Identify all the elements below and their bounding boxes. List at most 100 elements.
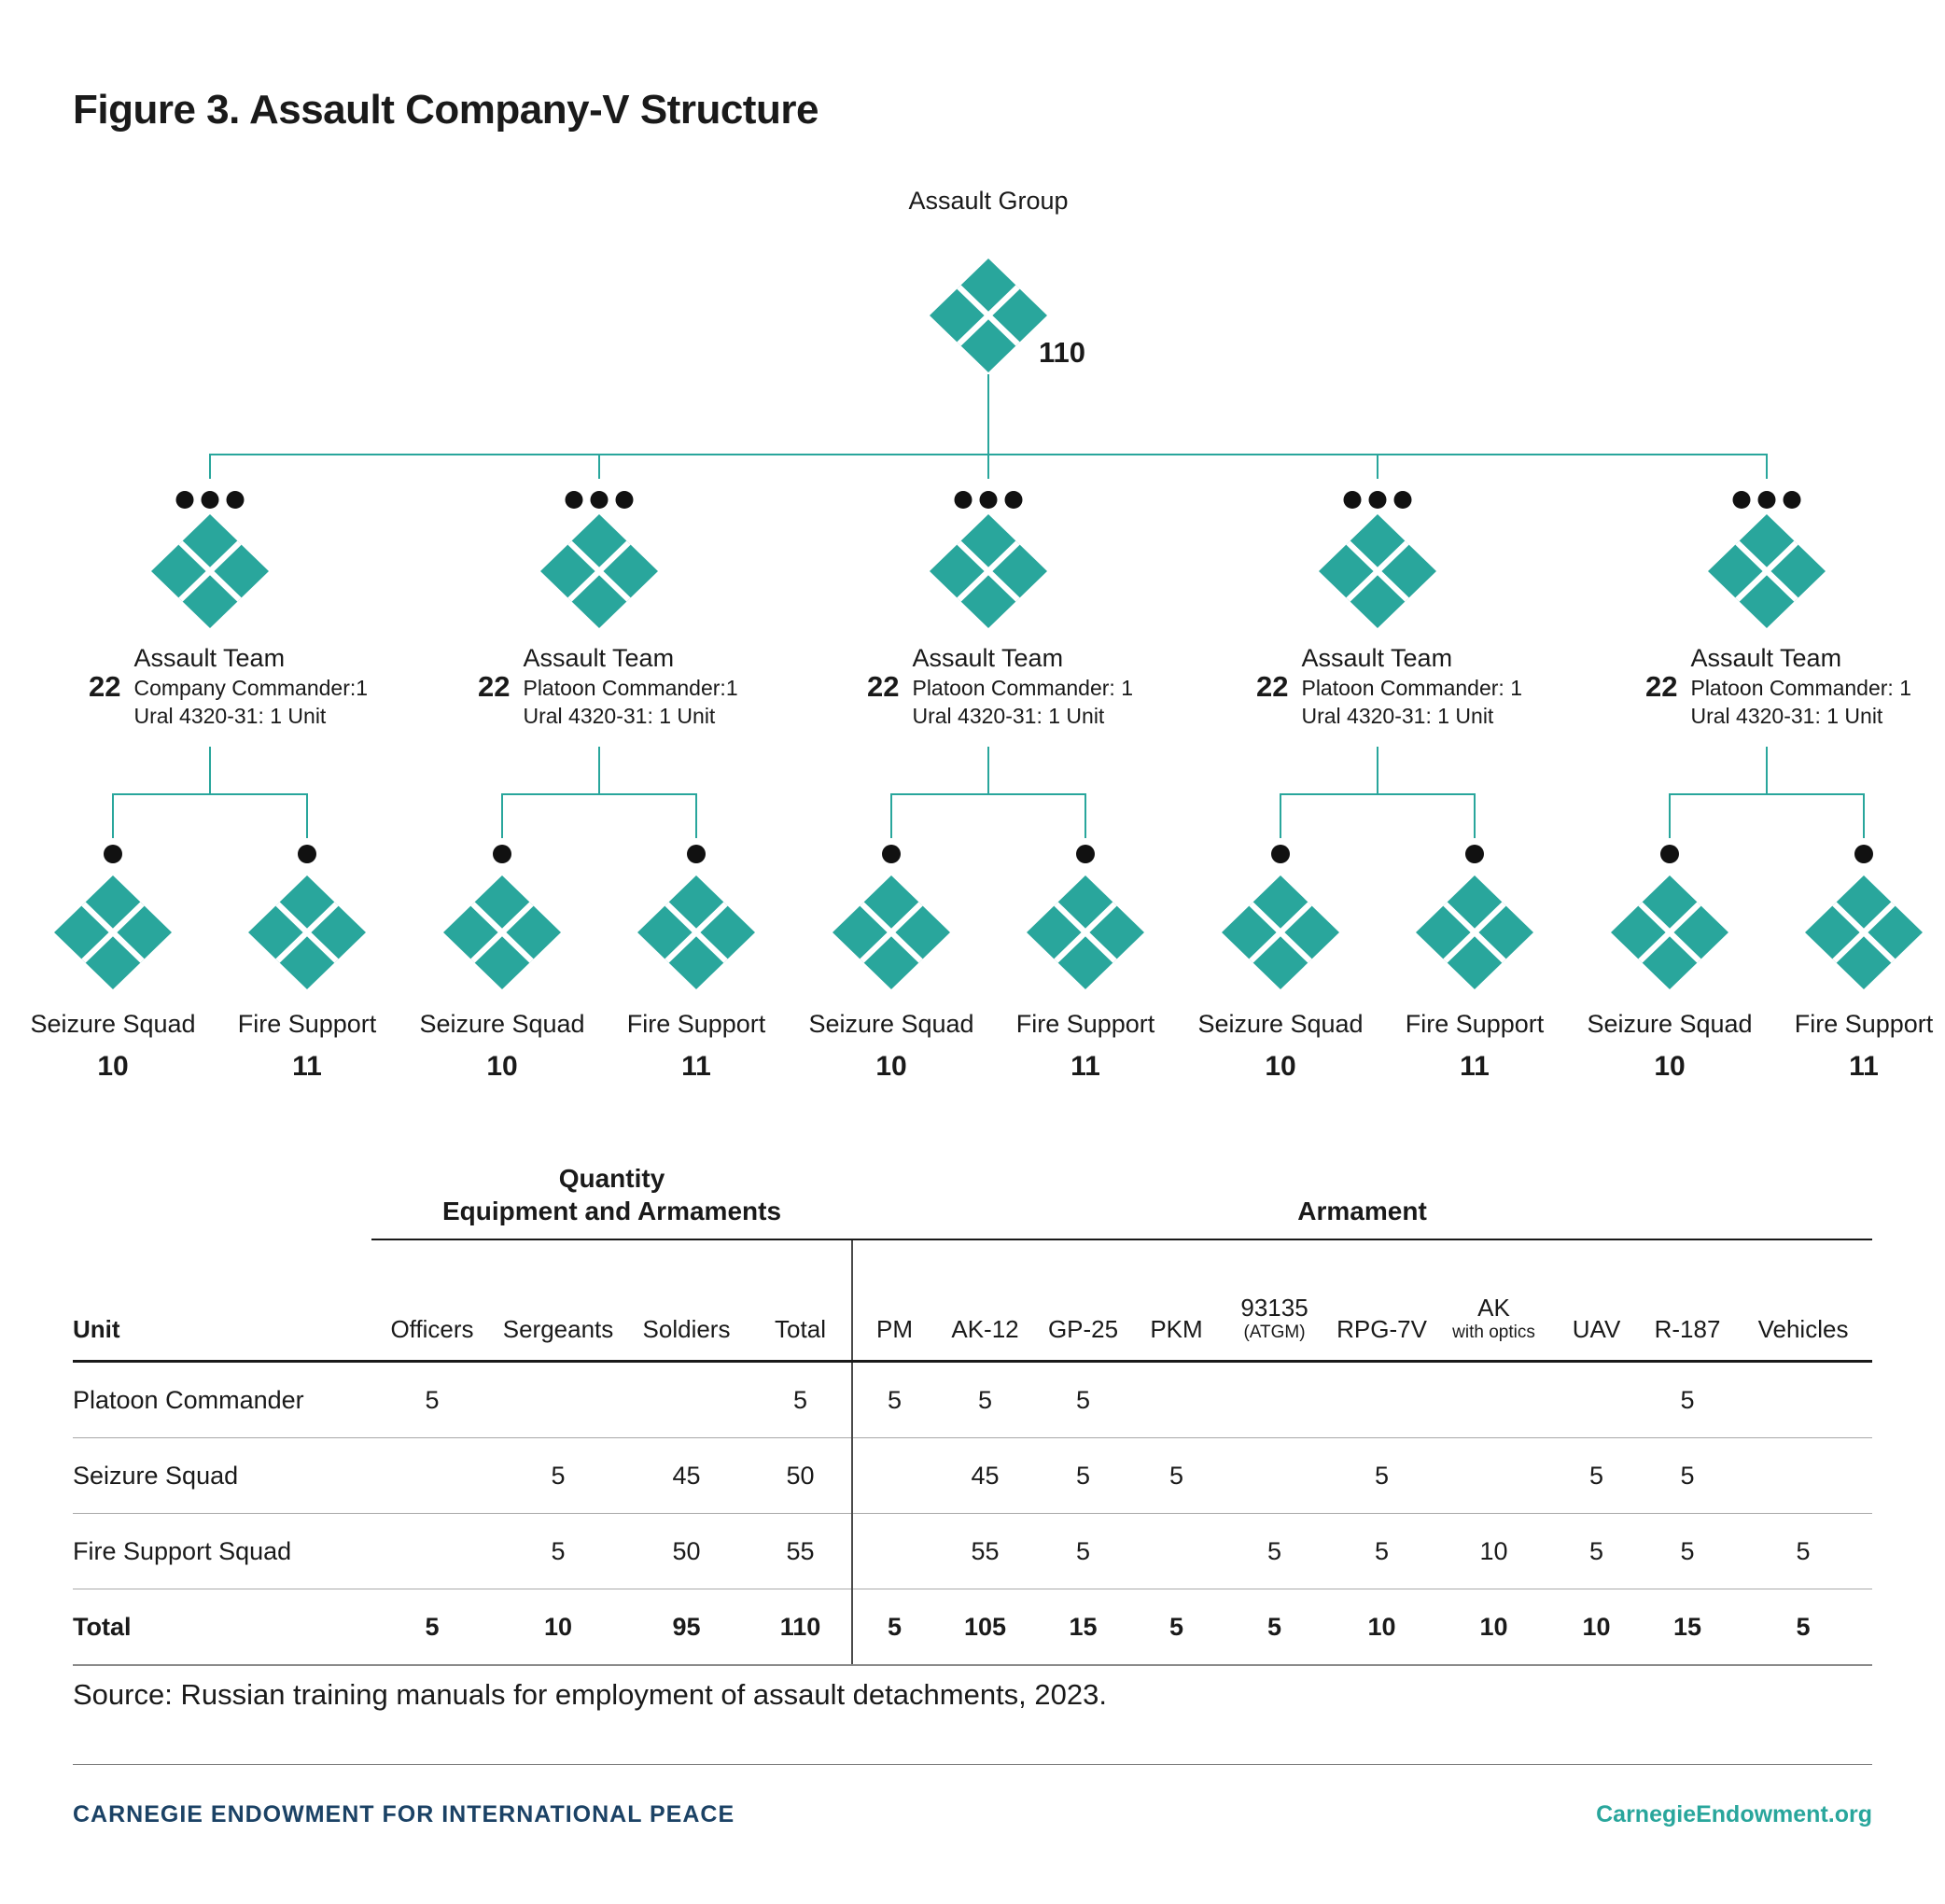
root-node-label: Assault Group: [908, 187, 1069, 215]
cell: 5: [1221, 1589, 1329, 1666]
cell: 105: [936, 1589, 1035, 1666]
cell: 5: [936, 1361, 1035, 1438]
cell: [493, 1361, 623, 1438]
team-count: 22: [1256, 670, 1289, 703]
cell: 5: [371, 1589, 493, 1666]
squad-count: 11: [1070, 1051, 1100, 1082]
team-commander: Platoon Commander: 1: [1690, 676, 1911, 700]
column-header-93135-sub: (ATGM): [1243, 1323, 1306, 1342]
cell: [1435, 1361, 1553, 1438]
connector-line: [1669, 793, 1671, 838]
squad-count: 10: [1265, 1051, 1296, 1082]
cell: [371, 1437, 493, 1514]
echelon-dot-icon: [1660, 845, 1679, 863]
team-commander: Platoon Commander: 1: [1301, 676, 1522, 700]
squad-label: Fire Support: [626, 1010, 766, 1038]
squad-count: 11: [1460, 1051, 1490, 1082]
connector-line: [1474, 793, 1476, 838]
squad-label: Seizure Squad: [419, 1010, 585, 1038]
squad-label: Seizure Squad: [808, 1010, 974, 1038]
quantity-group-header: Quantity Equipment and Armaments: [371, 1134, 853, 1240]
cell: 5: [1221, 1513, 1329, 1589]
footer-website-link[interactable]: CarnegieEndowment.org: [1596, 1801, 1872, 1827]
cell: 15: [1034, 1589, 1133, 1666]
team-count: 22: [1645, 670, 1678, 703]
cell: [1221, 1437, 1329, 1514]
cell: 10: [1328, 1589, 1436, 1666]
cell: 55: [749, 1513, 853, 1589]
connector-line: [113, 793, 307, 795]
connector-line: [209, 747, 211, 795]
connector-line: [891, 793, 1085, 795]
unit-diamond-icon: [930, 259, 1047, 372]
cell: [1734, 1437, 1873, 1514]
cell: [371, 1513, 493, 1589]
cell: [1435, 1437, 1553, 1514]
team-vehicle: Ural 4320-31: 1 Unit: [1690, 704, 1883, 728]
echelon-dots-icon: [565, 491, 634, 509]
echelon-dots-icon: [1732, 491, 1801, 509]
team-count: 22: [867, 670, 900, 703]
cell: 5: [1132, 1589, 1222, 1666]
echelon-dots-icon: [1343, 491, 1412, 509]
column-header-93135-main: 93135: [1240, 1294, 1308, 1322]
team-vehicle: Ural 4320-31: 1 Unit: [1301, 704, 1494, 728]
table-row: Seizure Squad 5 45 50 45 5 5 5 5 5: [73, 1437, 1873, 1514]
connector-line: [306, 793, 308, 838]
connector-line: [1280, 793, 1475, 795]
team-node-label: 22 Assault Team Platoon Commander: 1 Ura…: [867, 642, 1133, 730]
unit-diamond-icon: [930, 514, 1047, 628]
team-commander: Platoon Commander: 1: [912, 676, 1133, 700]
squad-count: 10: [486, 1051, 518, 1082]
echelon-dots-icon: [954, 491, 1023, 509]
squad-count: 10: [875, 1051, 907, 1082]
squad-count: 11: [1849, 1051, 1879, 1082]
echelon-dot-icon: [1854, 845, 1873, 863]
cell: 5: [493, 1513, 623, 1589]
echelon-dot-icon: [298, 845, 316, 863]
team-count: 22: [89, 670, 121, 703]
echelon-dot-icon: [1076, 845, 1095, 863]
team-name: Assault Team: [912, 644, 1064, 672]
cell: 5: [1034, 1361, 1133, 1438]
echelon-dot-icon: [493, 845, 511, 863]
cell: [1132, 1513, 1222, 1589]
unit-diamond-icon: [1416, 875, 1533, 989]
team-commander: Company Commander:1: [133, 676, 369, 700]
cell: [1552, 1361, 1642, 1438]
squad-count: 11: [681, 1051, 711, 1082]
team-node-label: 22 Assault Team Platoon Commander: 1 Ura…: [1645, 642, 1911, 730]
table-row: Fire Support Squad 5 50 55 55 5 5 5 10 5…: [73, 1513, 1873, 1589]
column-header-vehicles: Vehicles: [1734, 1239, 1873, 1363]
squad-label: Seizure Squad: [1587, 1010, 1753, 1038]
team-node-label: 22 Assault Team Company Commander:1 Ural…: [89, 642, 368, 730]
cell: 10: [1435, 1589, 1553, 1666]
cell: 5: [1034, 1437, 1133, 1514]
connector-line: [987, 747, 989, 795]
connector-line: [502, 793, 696, 795]
cell: 10: [493, 1589, 623, 1666]
unit-diamond-icon: [1319, 514, 1436, 628]
cell: 5: [1132, 1437, 1222, 1514]
column-header-gp25: GP-25: [1034, 1239, 1133, 1363]
echelon-dot-icon: [882, 845, 901, 863]
column-header-ak-optics-main: AK: [1477, 1294, 1510, 1322]
cell: [851, 1513, 937, 1589]
team-node-label: 22 Assault Team Platoon Commander:1 Ural…: [478, 642, 738, 730]
team-count: 22: [478, 670, 511, 703]
team-name: Assault Team: [523, 644, 675, 672]
connector-line: [987, 374, 989, 454]
cell: [851, 1437, 937, 1514]
connector-line: [1766, 454, 1768, 479]
column-header-rpg7v: RPG-7V: [1328, 1239, 1436, 1363]
unit-diamond-icon: [637, 875, 755, 989]
squad-label: Seizure Squad: [1197, 1010, 1364, 1038]
table-group-header-row: Quantity Equipment and Armaments Armamen…: [73, 1134, 1873, 1240]
column-header-ak12: AK-12: [936, 1239, 1035, 1363]
unit-diamond-icon: [1708, 514, 1826, 628]
cell: 15: [1641, 1589, 1735, 1666]
cell: 5: [1734, 1513, 1873, 1589]
squad-count: 11: [292, 1051, 322, 1082]
unit-diamond-icon: [248, 875, 366, 989]
connector-line: [1377, 747, 1378, 795]
